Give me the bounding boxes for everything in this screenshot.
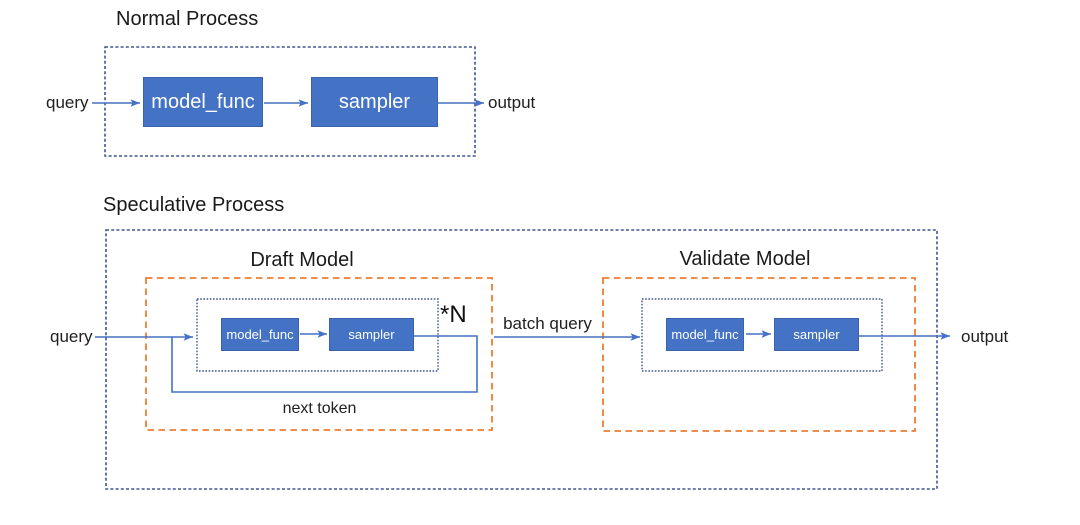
next-token-loop-line bbox=[171, 335, 478, 393]
validate-model-dashed-border bbox=[602, 277, 916, 432]
next-token-label: next token bbox=[282, 400, 357, 417]
draft-inner-dotted-border bbox=[196, 298, 439, 372]
validate-model-title: Validate Model bbox=[679, 248, 811, 270]
speculative-output-label: output bbox=[961, 327, 1009, 346]
normal-sampler-box: sampler bbox=[311, 77, 438, 127]
draft-model-dashed-border bbox=[145, 277, 493, 431]
normal-process-dashed-border bbox=[104, 46, 476, 157]
draft-model-title: Draft Model bbox=[250, 249, 354, 271]
normal-process-title: Normal Process bbox=[116, 8, 259, 30]
normal-output-label: output bbox=[488, 93, 536, 112]
validate-model-func-box: model_func bbox=[666, 318, 744, 351]
draft-sampler-box: sampler bbox=[329, 318, 414, 351]
draft-model-func-box: model_func bbox=[221, 318, 299, 351]
normal-model-func-box: model_func bbox=[143, 77, 263, 127]
validate-sampler-box: sampler bbox=[774, 318, 859, 351]
speculative-query-label: query bbox=[50, 327, 93, 346]
batch-query-label: batch query bbox=[503, 314, 592, 333]
repeat-n-label: *N bbox=[440, 301, 467, 328]
normal-query-label: query bbox=[46, 93, 89, 112]
speculative-process-dashed-border bbox=[105, 229, 938, 490]
validate-inner-dotted-border bbox=[641, 298, 883, 372]
speculative-process-title: Speculative Process bbox=[103, 194, 285, 216]
